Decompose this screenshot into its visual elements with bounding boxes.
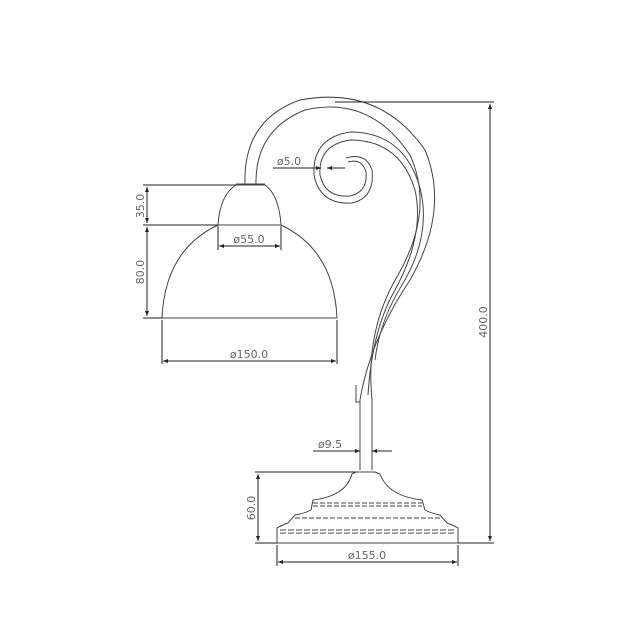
lamp-stem	[359, 400, 373, 470]
shade-bowl	[161, 224, 338, 319]
base-diameter-label: ø155.0	[348, 549, 386, 562]
lamp-arm	[244, 96, 436, 403]
base-height-label: 60.0	[245, 496, 258, 521]
cap-height-label: 35.0	[134, 194, 147, 219]
lamp-shade	[161, 183, 338, 319]
shade-cap	[217, 184, 282, 226]
total-height-label: 400.0	[477, 306, 490, 338]
stem-diameter-label: ø9.5	[318, 438, 342, 451]
scroll-diameter-label: ø5.0	[277, 155, 301, 168]
dimension-labels: 35.0 80.0 ø55.0 ø150.0 ø5.0 ø9.5 60.0 ø1…	[134, 155, 490, 562]
cap-diameter-label: ø55.0	[233, 233, 264, 246]
dimension-lines	[143, 101, 494, 566]
lamp-base	[276, 471, 459, 544]
shade-diameter-label: ø150.0	[230, 348, 268, 361]
shade-height-label: 80.0	[134, 260, 147, 285]
